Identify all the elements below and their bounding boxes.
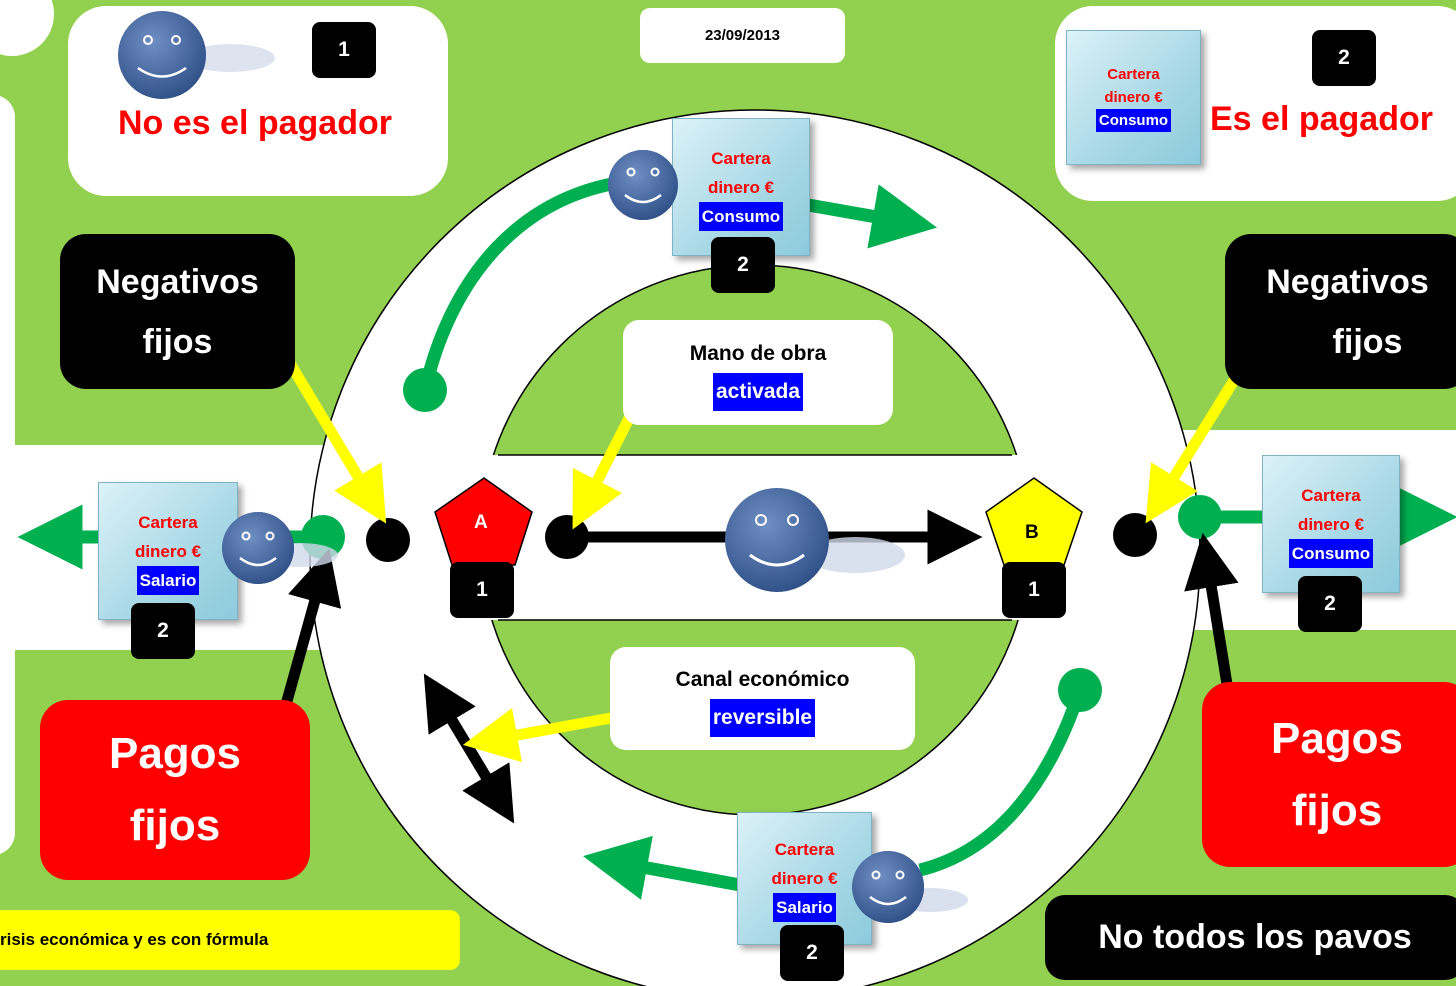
green-arrow-bottom-left [583,835,742,900]
wallet-type: Salario [773,893,836,922]
no-todos-box: No todos los pavos [1045,895,1456,980]
wallet-bottom: Cartera dinero € Salario [737,812,872,945]
mano-obra-box: Mano de obra activada [623,320,893,425]
wallet-subtitle: dinero € [134,541,202,561]
wallet-title: Cartera [1301,485,1361,505]
corner-blob [0,0,54,56]
wallet-title: Cartera [1107,66,1160,83]
wallet-title: Cartera [711,148,771,168]
wallet-type: Salario [136,565,200,595]
fijos-label: fijos [142,322,213,361]
pagos-fijos-left: Pagos fijos [40,700,310,880]
negativos-fijos-left: Negativos fijos [60,234,295,389]
node-b-label: B [1025,522,1039,543]
pagos-label: Pagos [108,729,242,778]
left-edge-strip [0,96,15,854]
wallet-type: Consumo [1095,109,1172,132]
wallet-type: Consumo [1288,538,1374,568]
fijos-label: fijos [129,801,221,850]
pagos-fijos-right: Pagos fijos [1202,682,1456,867]
canal-box: Canal económico reversible [610,647,915,750]
smiley-icon-top-center [608,150,678,220]
canal-label: Canal económico [675,667,850,691]
node-dot-left [366,518,410,562]
no-pagador-text: No es el pagador [118,104,392,142]
node-a-label: A [474,512,488,533]
canal-status: reversible [709,698,816,737]
no-pagador-badge: 1 [312,22,376,78]
wallet-bottom-badge: 2 [780,925,844,981]
es-pagador-text: Es el pagador [1210,100,1433,138]
wallet-subtitle: dinero € [1297,514,1365,534]
node-b-badge: 1 [1002,562,1066,618]
pagos-label: Pagos [1270,713,1404,763]
smiley-icon-center [725,488,905,592]
green-flow-top-left [418,173,641,392]
wallet-subtitle: dinero € [1104,89,1163,106]
green-flow-bottom-right [918,687,1087,877]
no-pagador-panel: No es el pagador [68,6,448,196]
wallet-top-center-badge: 2 [711,237,775,293]
wallet-left: Cartera dinero € Salario [98,482,238,620]
fijos-label: fijos [1332,322,1403,361]
wallet-top-center: Cartera dinero € Consumo [672,118,810,256]
wallet-right: Cartera dinero € Consumo [1262,455,1400,593]
wallet-title: Cartera [138,512,198,532]
wallet-title: Cartera [774,840,835,859]
negativos-fijos-right: Negativos fijos [1225,234,1456,389]
es-pagador-badge: 2 [1312,30,1376,86]
wallet-left-badge: 2 [131,603,195,659]
wallet-right-badge: 2 [1298,576,1362,632]
node-dot-right [1113,513,1157,557]
negativos-label: Negativos [1266,262,1429,301]
wallet-subtitle: dinero € [707,177,775,197]
date-label: 23/09/2013 [640,8,845,63]
fijos-label: fijos [1291,785,1383,835]
wallet-subtitle: dinero € [771,869,838,888]
node-a-badge: 1 [450,562,514,618]
mano-obra-status: activada [712,372,804,411]
negativos-label: Negativos [96,262,259,301]
note-yellow: risis económica y es con fórmula [0,910,460,970]
wallet-top-right: Cartera dinero € Consumo [1066,30,1201,165]
wallet-type: Consumo [698,201,784,231]
mano-obra-label: Mano de obra [689,341,827,365]
